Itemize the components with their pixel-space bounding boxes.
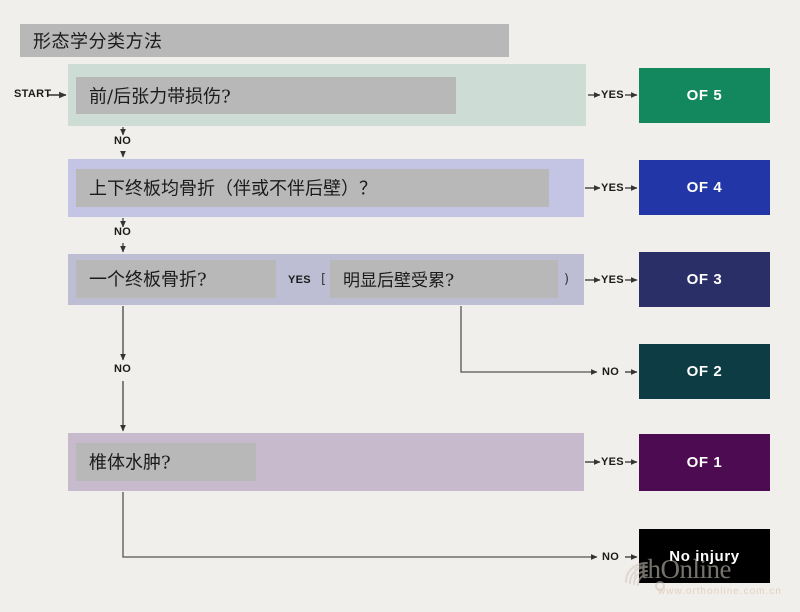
edge-label-no-of2: NO [602, 366, 620, 378]
edge-label-no-noinjury: NO [602, 551, 620, 563]
decision-question-vertebral-edema: 椎体水肿? [89, 452, 171, 474]
decision-plate-both-endplates: 上下终板均骨折（伴或不伴后壁）？ [76, 169, 549, 207]
decision-plate-tension-band: 前/后张力带损伤? [76, 77, 456, 114]
result-label-no-injury: No injury [669, 547, 740, 565]
decision-plate-vertebral-edema: 椎体水肿? [76, 443, 256, 481]
decision-row-vertebral-edema[interactable]: 椎体水肿? [68, 433, 584, 491]
result-box-no-injury[interactable]: No injury [639, 529, 770, 583]
result-label-of2: OF 2 [686, 363, 723, 380]
edge-label-no-row2: NO [114, 226, 132, 238]
decision-row-tension-band[interactable]: 前/后张力带损伤? [68, 64, 586, 126]
edge-label-yes-of5: YES [601, 89, 624, 101]
decision-question-both-endplates: 上下终板均骨折（伴或不伴后壁）？ [89, 178, 377, 200]
watermark-url: www.orthonline.com.cn [658, 586, 782, 597]
result-box-of5[interactable]: OF 5 [639, 68, 770, 123]
result-label-of1: OF 1 [686, 454, 723, 471]
decision-plate-one-endplate: 一个终板骨折? [76, 260, 276, 298]
edge-label-yes-of3: YES [601, 274, 624, 286]
result-box-of3[interactable]: OF 3 [639, 252, 770, 307]
result-box-of4[interactable]: OF 4 [639, 160, 770, 215]
edge-label-inner-yes: YES [288, 274, 311, 286]
page-title-bar: 形态学分类方法 [20, 24, 509, 57]
start-label: START [14, 88, 52, 100]
decision-plate-posterior-wall: 明显后壁受累? [330, 260, 558, 298]
decision-question-posterior-wall: 明显后壁受累? [343, 271, 455, 291]
decision-question-tension-band: 前/后张力带损伤? [89, 85, 231, 107]
bracket-close-icon: ) [564, 271, 570, 287]
bracket-open-icon: [ [321, 271, 327, 287]
result-box-of2[interactable]: OF 2 [639, 344, 770, 399]
decision-question-one-endplate: 一个终板骨折? [89, 269, 207, 291]
edge-label-yes-of4: YES [601, 182, 624, 194]
result-label-of4: OF 4 [686, 179, 723, 196]
edge-label-yes-of1: YES [601, 456, 624, 468]
page-title: 形态学分类方法 [33, 30, 163, 52]
result-box-of1[interactable]: OF 1 [639, 434, 770, 491]
result-label-of3: OF 3 [686, 271, 723, 288]
result-label-of5: OF 5 [686, 87, 723, 104]
decision-row-one-endplate[interactable]: 一个终板骨折? [ 明显后壁受累? ) [68, 254, 584, 305]
edge-label-no-row3: NO [114, 363, 132, 375]
edge-label-no-row1: NO [114, 135, 132, 147]
decision-row-both-endplates[interactable]: 上下终板均骨折（伴或不伴后壁）？ [68, 159, 584, 217]
